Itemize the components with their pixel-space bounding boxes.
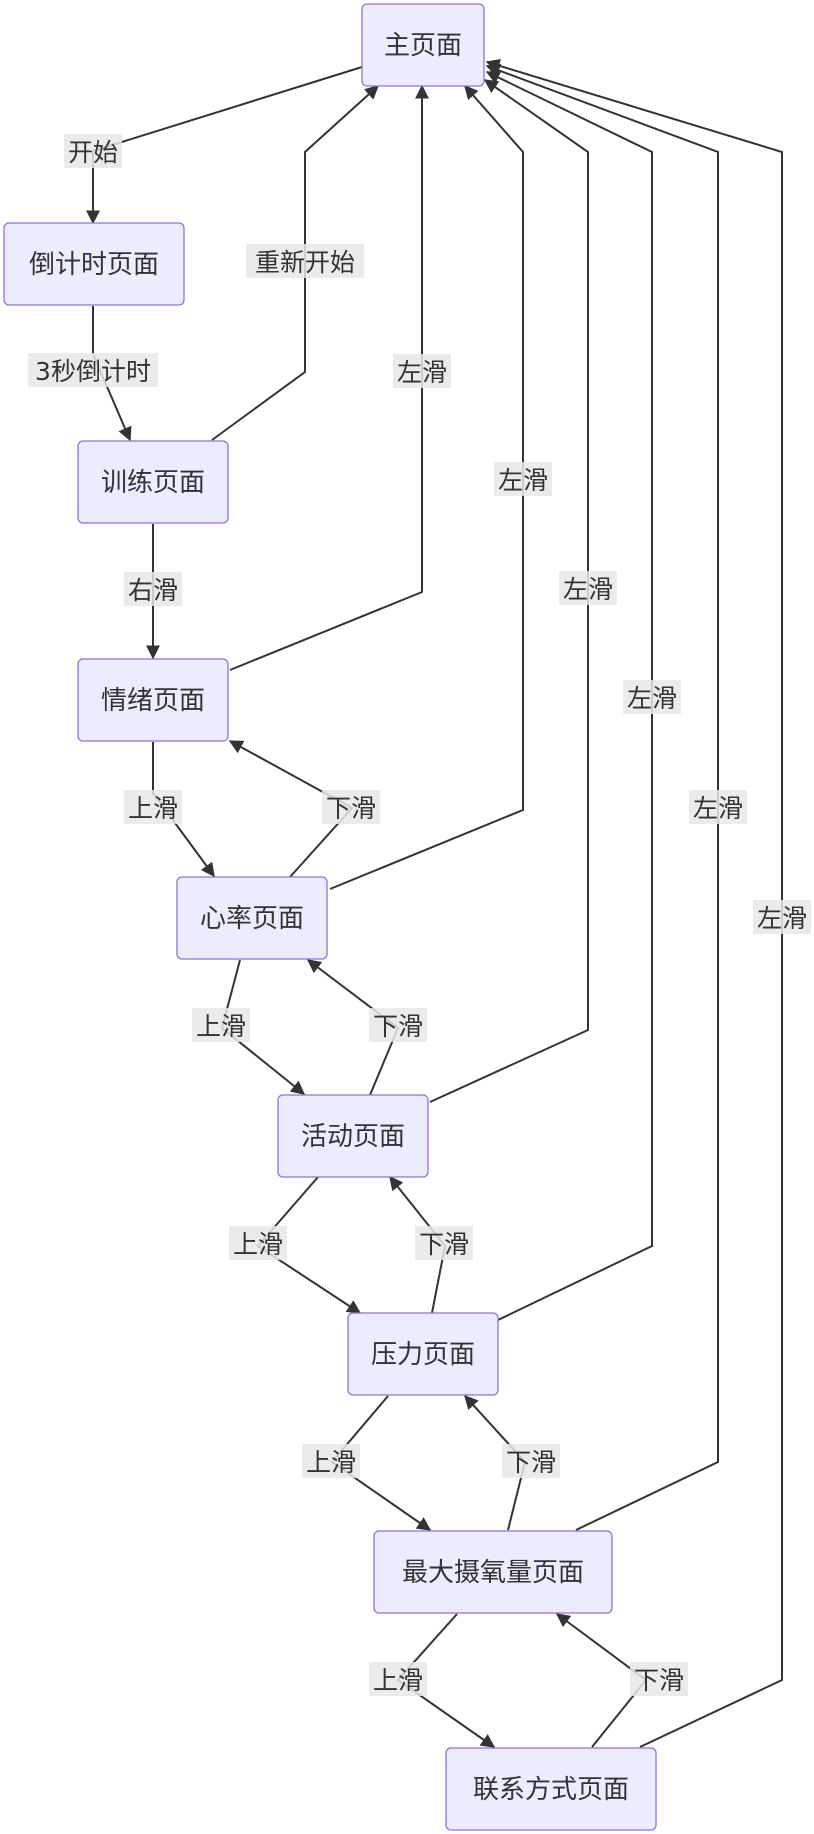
svg-text:下滑: 下滑: [419, 1230, 469, 1259]
svg-text:活动页面: 活动页面: [301, 1122, 405, 1152]
edge-contact-to-home: [485, 58, 783, 1748]
svg-text:上滑: 上滑: [233, 1230, 283, 1259]
node-emotion: 情绪页面: [77, 658, 229, 742]
svg-text:下滑: 下滑: [373, 1012, 423, 1041]
svg-text:左滑: 左滑: [627, 684, 677, 713]
edge-vo2-to-home: [485, 63, 719, 1531]
node-training: 训练页面: [77, 440, 229, 524]
node-stress: 压力页面: [347, 1312, 499, 1396]
edge-label-vo2-contact: 上滑: [369, 1662, 427, 1696]
svg-text:左滑: 左滑: [397, 358, 447, 387]
svg-text:压力页面: 压力页面: [371, 1340, 475, 1370]
edge-label-contact-home: 左滑: [753, 900, 811, 934]
svg-text:上滑: 上滑: [196, 1012, 246, 1041]
edge-label-contact-vo2: 下滑: [630, 1662, 688, 1696]
edge-label-vo2-home: 左滑: [689, 790, 747, 824]
edge-label-activity-home: 左滑: [559, 571, 617, 605]
node-activity: 活动页面: [277, 1094, 429, 1178]
svg-text:左滑: 左滑: [563, 575, 613, 604]
node-home: 主页面: [361, 3, 485, 87]
edge-label-heart-home: 左滑: [494, 462, 552, 496]
svg-text:右滑: 右滑: [128, 576, 178, 605]
edge-label-heart-activity: 上滑: [192, 1008, 250, 1042]
svg-text:倒计时页面: 倒计时页面: [29, 250, 159, 280]
edge-label-vo2-stress: 下滑: [502, 1444, 560, 1478]
node-countdown: 倒计时页面: [3, 222, 185, 306]
svg-text:情绪页面: 情绪页面: [101, 686, 205, 716]
edge-label-training-emotion: 右滑: [124, 572, 182, 606]
svg-text:训练页面: 训练页面: [101, 468, 205, 498]
svg-text:左滑: 左滑: [498, 466, 548, 495]
edge-label-home-countdown: 开始: [64, 134, 122, 168]
node-heart-rate: 心率页面: [176, 876, 328, 960]
edge-home-to-countdown: [86, 66, 363, 225]
edge-label-stress-vo2: 上滑: [302, 1444, 360, 1478]
svg-text:上滑: 上滑: [128, 794, 178, 823]
svg-text:主页面: 主页面: [384, 31, 462, 61]
svg-text:联系方式页面: 联系方式页面: [473, 1775, 629, 1805]
svg-text:左滑: 左滑: [693, 794, 743, 823]
svg-text:上滑: 上滑: [373, 1666, 423, 1695]
svg-text:重新开始: 重新开始: [255, 248, 355, 277]
svg-text:上滑: 上滑: [306, 1448, 356, 1477]
edge-emotion-to-home: [229, 84, 429, 671]
edge-label-activity-heart: 下滑: [369, 1008, 427, 1042]
edge-label-training-home: 重新开始: [246, 244, 364, 278]
svg-text:下滑: 下滑: [634, 1666, 684, 1695]
edge-label-stress-home: 左滑: [623, 680, 681, 714]
svg-text:3秒倒计时: 3秒倒计时: [35, 357, 151, 386]
node-contact: 联系方式页面: [445, 1747, 657, 1831]
svg-text:最大摄氧量页面: 最大摄氧量页面: [402, 1558, 584, 1588]
svg-text:开始: 开始: [68, 138, 118, 167]
edge-label-stress-activity: 下滑: [415, 1226, 473, 1260]
edge-label-countdown-training: 3秒倒计时: [28, 353, 158, 387]
svg-text:左滑: 左滑: [757, 904, 807, 933]
edge-label-emotion-heart: 上滑: [124, 790, 182, 824]
svg-text:下滑: 下滑: [326, 794, 376, 823]
edge-label-emotion-home: 左滑: [393, 354, 451, 388]
svg-text:心率页面: 心率页面: [200, 904, 304, 934]
node-vo2max: 最大摄氧量页面: [373, 1530, 613, 1614]
edge-label-heart-emotion: 下滑: [322, 790, 380, 824]
svg-text:下滑: 下滑: [506, 1448, 556, 1477]
edge-label-activity-stress: 上滑: [229, 1226, 287, 1260]
